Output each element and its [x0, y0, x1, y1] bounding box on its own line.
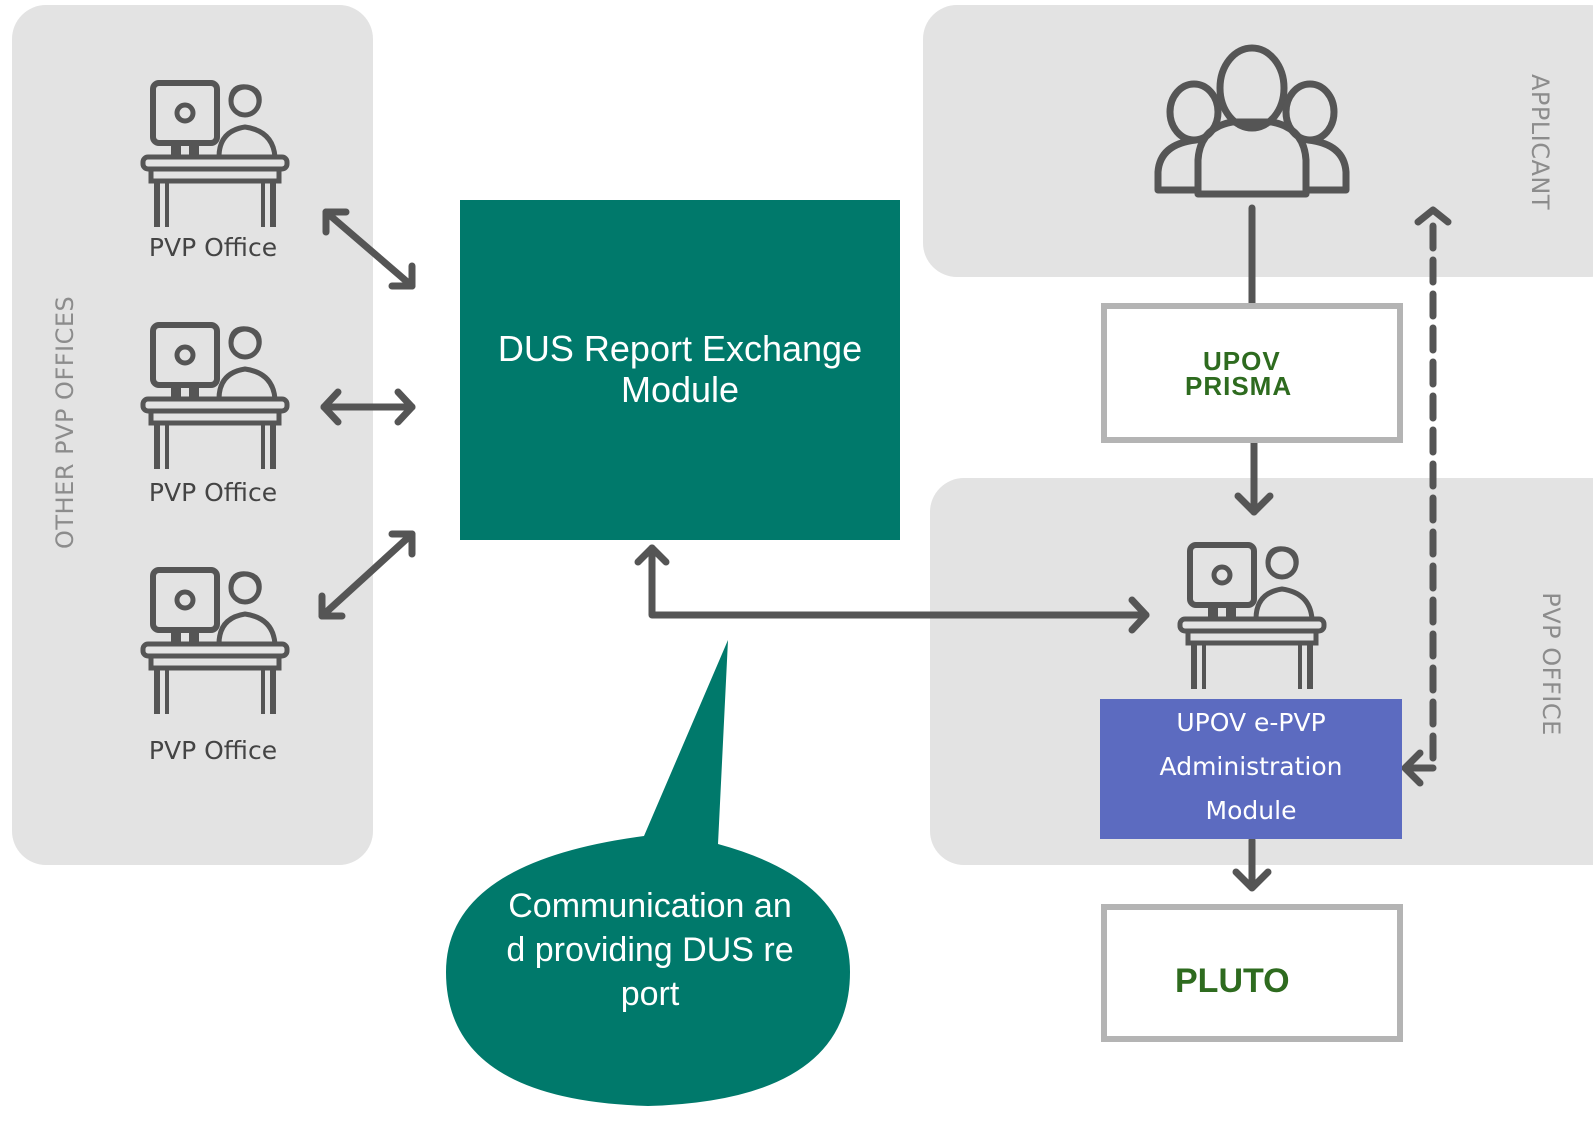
epvp-line3: Module: [1205, 796, 1297, 825]
pluto-logo-box: PLUTO: [1101, 904, 1403, 1042]
workstation-icon: [143, 83, 287, 227]
prisma-logo-line2: PRISMA: [1185, 371, 1293, 401]
dus-module-title: DUS Report Exchange Module: [497, 328, 863, 410]
arrow-prisma-to-office: [1234, 438, 1274, 516]
arrow-office-2: [320, 388, 416, 426]
speech-bubble: [446, 640, 850, 1106]
arrow-dus-to-office: [634, 544, 1150, 634]
dus-report-exchange-module: DUS Report Exchange Module: [460, 200, 900, 540]
workstation-icon: [143, 325, 287, 469]
office-label: PVP Office: [148, 736, 278, 765]
prisma-logo-line1: UPOV: [1203, 346, 1281, 376]
workstation-icon: [1180, 545, 1324, 689]
workstation-icon: [143, 570, 287, 714]
arrow-epvp-to-pluto: [1232, 836, 1272, 892]
epvp-line2: Administration: [1159, 752, 1343, 781]
arrow-office-3: [318, 530, 416, 620]
arrow-office-1: [322, 208, 416, 290]
pluto-logo-text: PLUTO: [1175, 962, 1290, 1000]
office-label: PVP Office: [148, 478, 278, 507]
bubble-text: Communication and providing DUS report: [506, 887, 794, 1013]
users-group-icon: [1154, 44, 1350, 198]
office-label: PVP Office: [148, 233, 278, 262]
epvp-line1: UPOV e-PVP: [1176, 708, 1326, 737]
epvp-administration-module: UPOV e-PVP Administration Module: [1100, 699, 1402, 839]
prisma-logo-box: UPOV PRISMA: [1101, 303, 1403, 443]
dashed-arrow-applicant-epvp: [1401, 206, 1452, 787]
